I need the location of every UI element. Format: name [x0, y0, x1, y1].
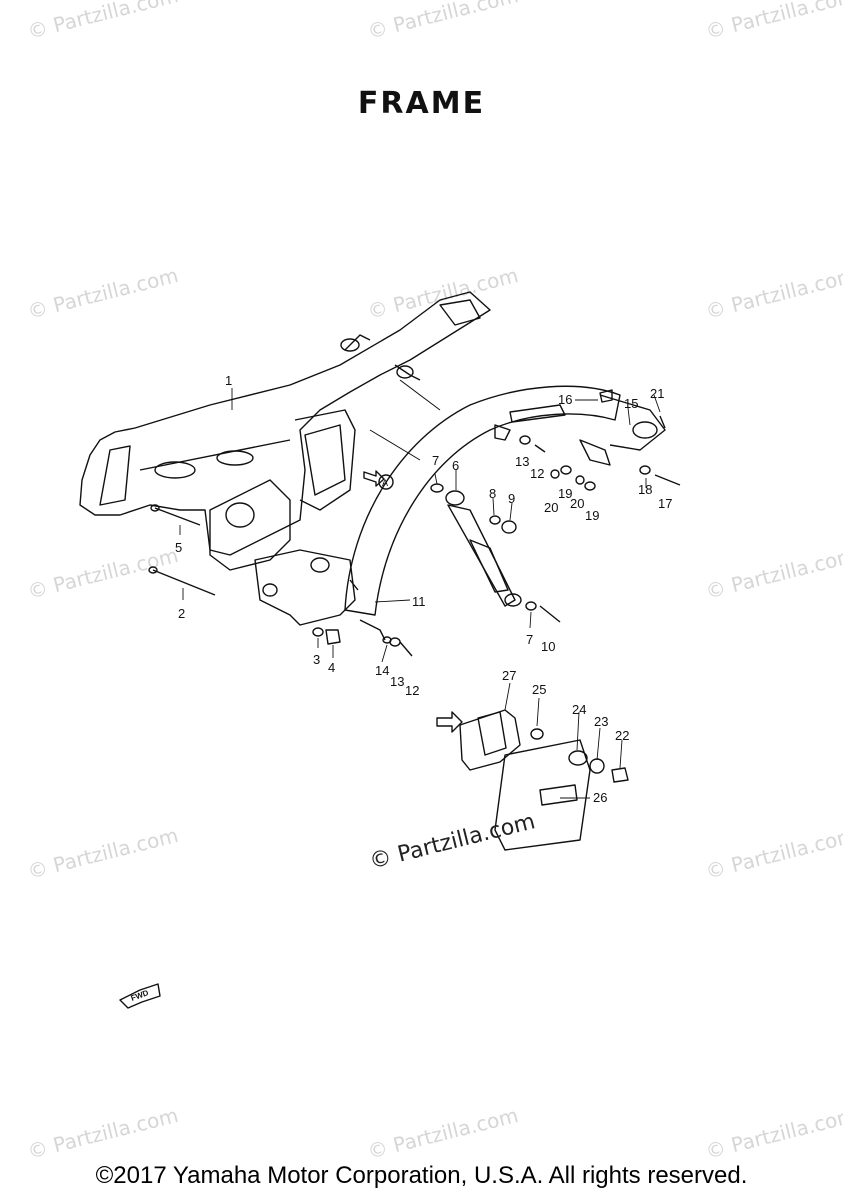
- callout-22: 22: [615, 728, 629, 743]
- page-title: FRAME: [357, 86, 486, 121]
- callout-16: 16: [558, 392, 572, 407]
- callout-15: 15: [624, 396, 638, 411]
- callout-23: 23: [594, 714, 608, 729]
- callout-18: 18: [638, 482, 652, 497]
- callout-27: 27: [502, 668, 516, 683]
- callout-6: 6: [452, 458, 459, 473]
- callout-7b: 7: [526, 632, 533, 647]
- callout-13b: 13: [515, 454, 529, 469]
- callout-20b: 20: [570, 496, 584, 511]
- callout-4: 4: [328, 660, 335, 675]
- callout-9: 9: [508, 491, 515, 506]
- copyright-footer: ©2017 Yamaha Motor Corporation, U.S.A. A…: [95, 1162, 748, 1189]
- callout-12b: 12: [530, 466, 544, 481]
- callout-14: 14: [375, 663, 389, 678]
- shock-absorber-drawing: [445, 490, 522, 607]
- callout-17: 17: [658, 496, 672, 511]
- callout-26: 26: [593, 790, 607, 805]
- callout-20a: 20: [544, 500, 558, 515]
- callout-21: 21: [650, 386, 664, 401]
- callout-1: 1: [225, 373, 232, 388]
- callout-13a: 13: [390, 674, 404, 689]
- main-frame-drawing: [79, 291, 491, 626]
- callout-19a: 19: [558, 486, 572, 501]
- callout-8: 8: [489, 486, 496, 501]
- callout-3: 3: [313, 652, 320, 667]
- fasteners-drawing: [148, 389, 681, 657]
- callout-19b: 19: [585, 508, 599, 523]
- rear-fender-drawing: [344, 385, 666, 641]
- callout-5: 5: [175, 540, 182, 555]
- side-cover-drawing: [436, 709, 629, 851]
- callout-12a: 12: [405, 683, 419, 698]
- callout-7a: 7: [432, 453, 439, 468]
- leader-lines: [179, 388, 661, 799]
- callout-2: 2: [178, 606, 185, 621]
- callout-10: 10: [541, 639, 555, 654]
- callout-11: 11: [412, 594, 426, 609]
- callout-24: 24: [572, 702, 586, 717]
- callout-25: 25: [532, 682, 546, 697]
- reference-letter: A: [382, 478, 388, 488]
